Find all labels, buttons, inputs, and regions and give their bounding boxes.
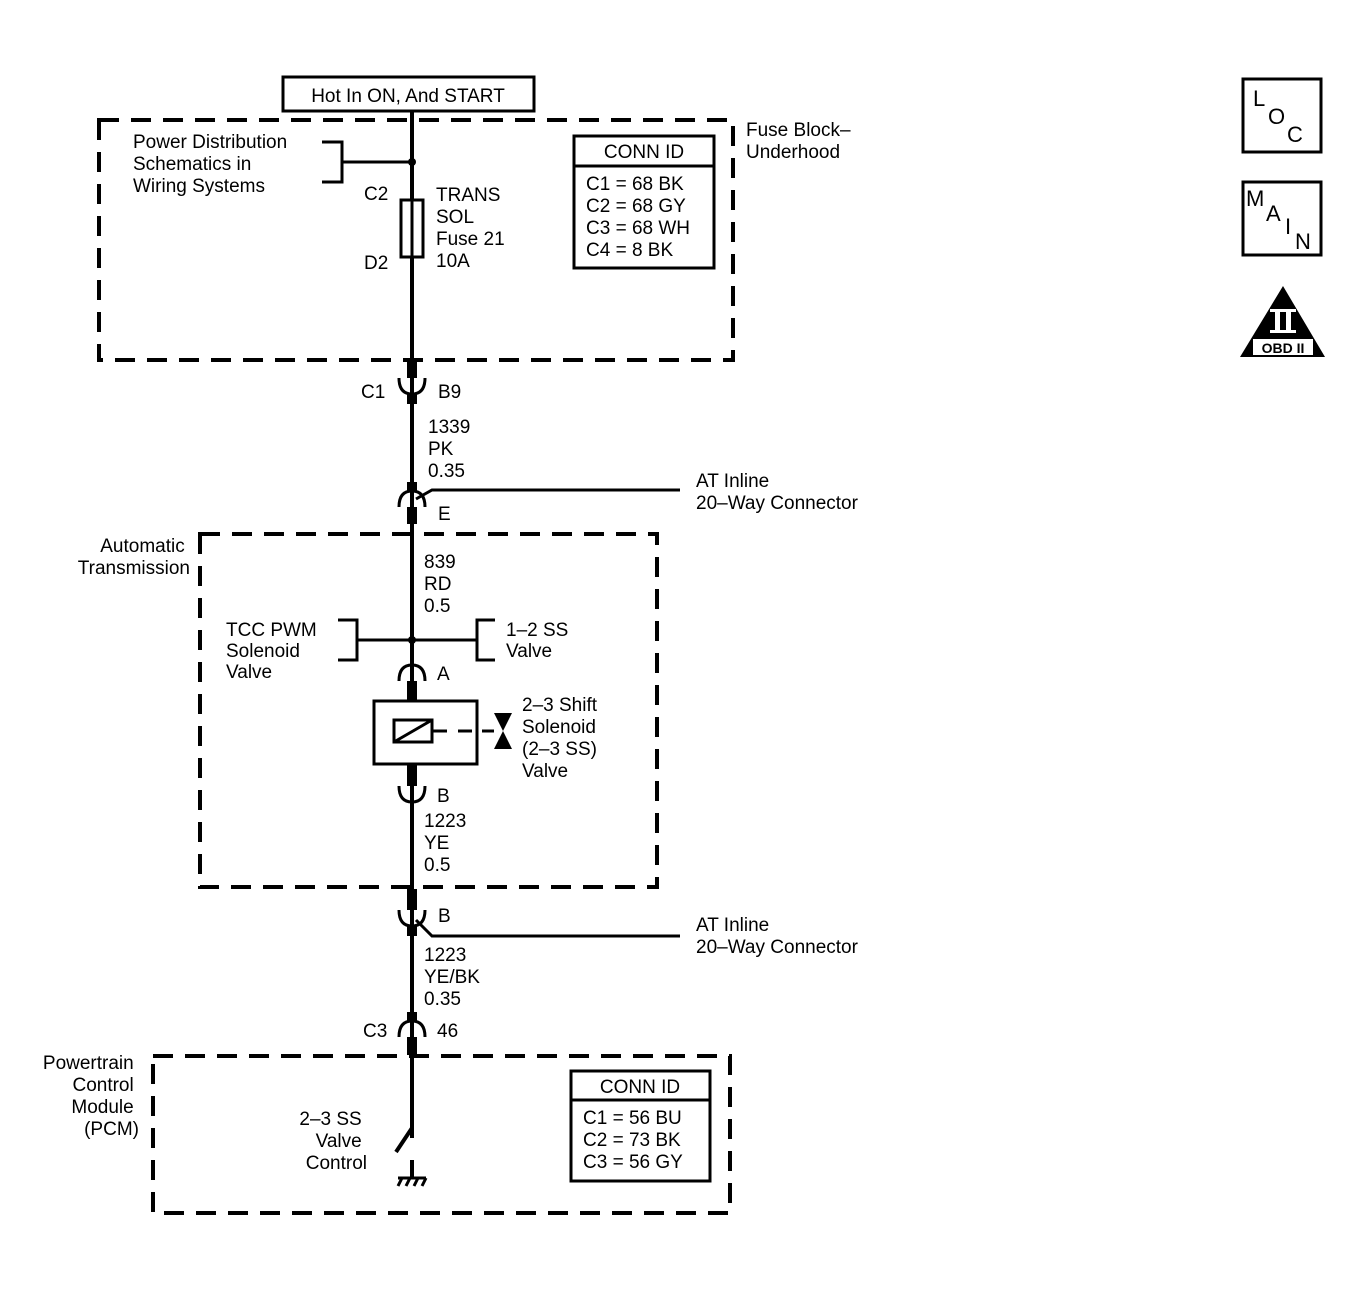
fuse-bottom-terminal: D2 <box>364 253 388 274</box>
transmission-name: Automatic Transmission <box>78 536 190 579</box>
solenoid-pin-a: A <box>397 663 450 701</box>
tcc-pwm-label: TCC PWM Solenoid Valve <box>226 620 322 683</box>
pcm-name: Powertrain Control Module (PCM) <box>43 1053 139 1140</box>
fuse-label: TRANS SOL Fuse 21 10A <box>436 185 510 272</box>
svg-text:I: I <box>1285 214 1291 239</box>
valve-icon-bottom <box>494 731 512 749</box>
shift-solenoid-label: 2–3 Shift Solenoid (2–3 SS) Valve <box>522 695 602 782</box>
pcm-connector: C3 46 <box>363 1012 458 1055</box>
pcm-conn-id-header: CONN ID <box>600 1077 680 1098</box>
fuse-block-conn-id-table: CONN ID C1 = 68 BK C2 = 68 GY C3 = 68 WH… <box>572 134 716 270</box>
fuse-block-connector-id: C1 <box>361 382 385 403</box>
chassis-ground-icon <box>396 1176 428 1187</box>
pcm-control-label: 2–3 SS Valve Control <box>299 1109 367 1174</box>
pcm-pin: 46 <box>437 1021 458 1042</box>
pin-b-label: B <box>437 786 450 807</box>
inline-connector-top: E AT Inline 20–Way Connector <box>397 471 859 525</box>
pcm-conn-id-table: CONN ID C1 = 56 BU C2 = 73 BK C3 = 56 GY <box>569 1069 712 1183</box>
pcm-low-side-switch <box>394 1126 428 1187</box>
ss12-valve-ref: 1–2 SS Valve <box>412 618 574 662</box>
transmission-boundary <box>198 532 659 889</box>
fuse-block-pin: B9 <box>438 382 461 403</box>
wire-1223-label: 1223 YE 0.5 <box>424 811 472 876</box>
fuse-21: C2 D2 TRANS SOL Fuse 21 10A <box>364 184 510 274</box>
pcm-boundary <box>151 1054 732 1215</box>
pcm-conn-id-rows: C1 = 56 BU C2 = 73 BK C3 = 56 GY <box>583 1108 687 1173</box>
ss12-label: 1–2 SS Valve <box>506 620 574 662</box>
pcm-connector-id: C3 <box>363 1021 387 1042</box>
fuse-block-name: Fuse Block– Underhood <box>746 120 856 163</box>
loc-button[interactable]: L O C <box>1241 77 1323 154</box>
fuse-block-boundary <box>97 118 735 362</box>
pin-a-label: A <box>437 664 450 685</box>
main-button[interactable]: M A I N <box>1241 180 1323 257</box>
power-distribution-ref: Power Distribution Schematics in Wiring … <box>133 132 416 197</box>
inline-top-label: AT Inline 20–Way Connector <box>696 471 859 514</box>
svg-text:M: M <box>1246 186 1264 211</box>
power-source-label: Hot In ON, And START <box>311 86 505 107</box>
inline-bottom-label: AT Inline 20–Way Connector <box>696 915 859 958</box>
svg-text:C: C <box>1287 122 1303 147</box>
svg-text:L: L <box>1253 86 1265 111</box>
inline-bottom-pin: B <box>438 906 451 927</box>
power-distribution-label: Power Distribution Schematics in Wiring … <box>133 132 292 197</box>
connector-c1-b9: C1 B9 <box>361 362 461 404</box>
solenoid-pin-b: B <box>397 764 450 807</box>
inline-top-pin: E <box>438 504 451 525</box>
svg-text:A: A <box>1266 201 1281 226</box>
svg-text:N: N <box>1295 229 1311 254</box>
obd-label: OBD II <box>1262 340 1305 356</box>
power-source-box: Hot In ON, And START <box>281 75 536 113</box>
wire-1339-label: 1339 PK 0.35 <box>428 417 476 482</box>
fuse-top-terminal: C2 <box>364 184 388 205</box>
shift-solenoid-23: 2–3 Shift Solenoid (2–3 SS) Valve <box>372 695 602 782</box>
tcc-pwm-solenoid-ref: TCC PWM Solenoid Valve <box>226 618 412 683</box>
obd-ii-button[interactable]: II OBD II <box>1240 286 1325 357</box>
inline-connector-bottom: B AT Inline 20–Way Connector <box>397 889 859 958</box>
conn-id-header: CONN ID <box>604 142 684 163</box>
splice-dot <box>408 158 416 166</box>
conn-id-rows: C1 = 68 BK C2 = 68 GY C3 = 68 WH C4 = 8 … <box>586 174 695 261</box>
valve-icon-top <box>494 713 512 731</box>
wire-839-label: 839 RD 0.5 <box>424 552 461 617</box>
wire-1223-yebk-label: 1223 YE/BK 0.35 <box>424 945 485 1010</box>
svg-text:O: O <box>1268 104 1285 129</box>
